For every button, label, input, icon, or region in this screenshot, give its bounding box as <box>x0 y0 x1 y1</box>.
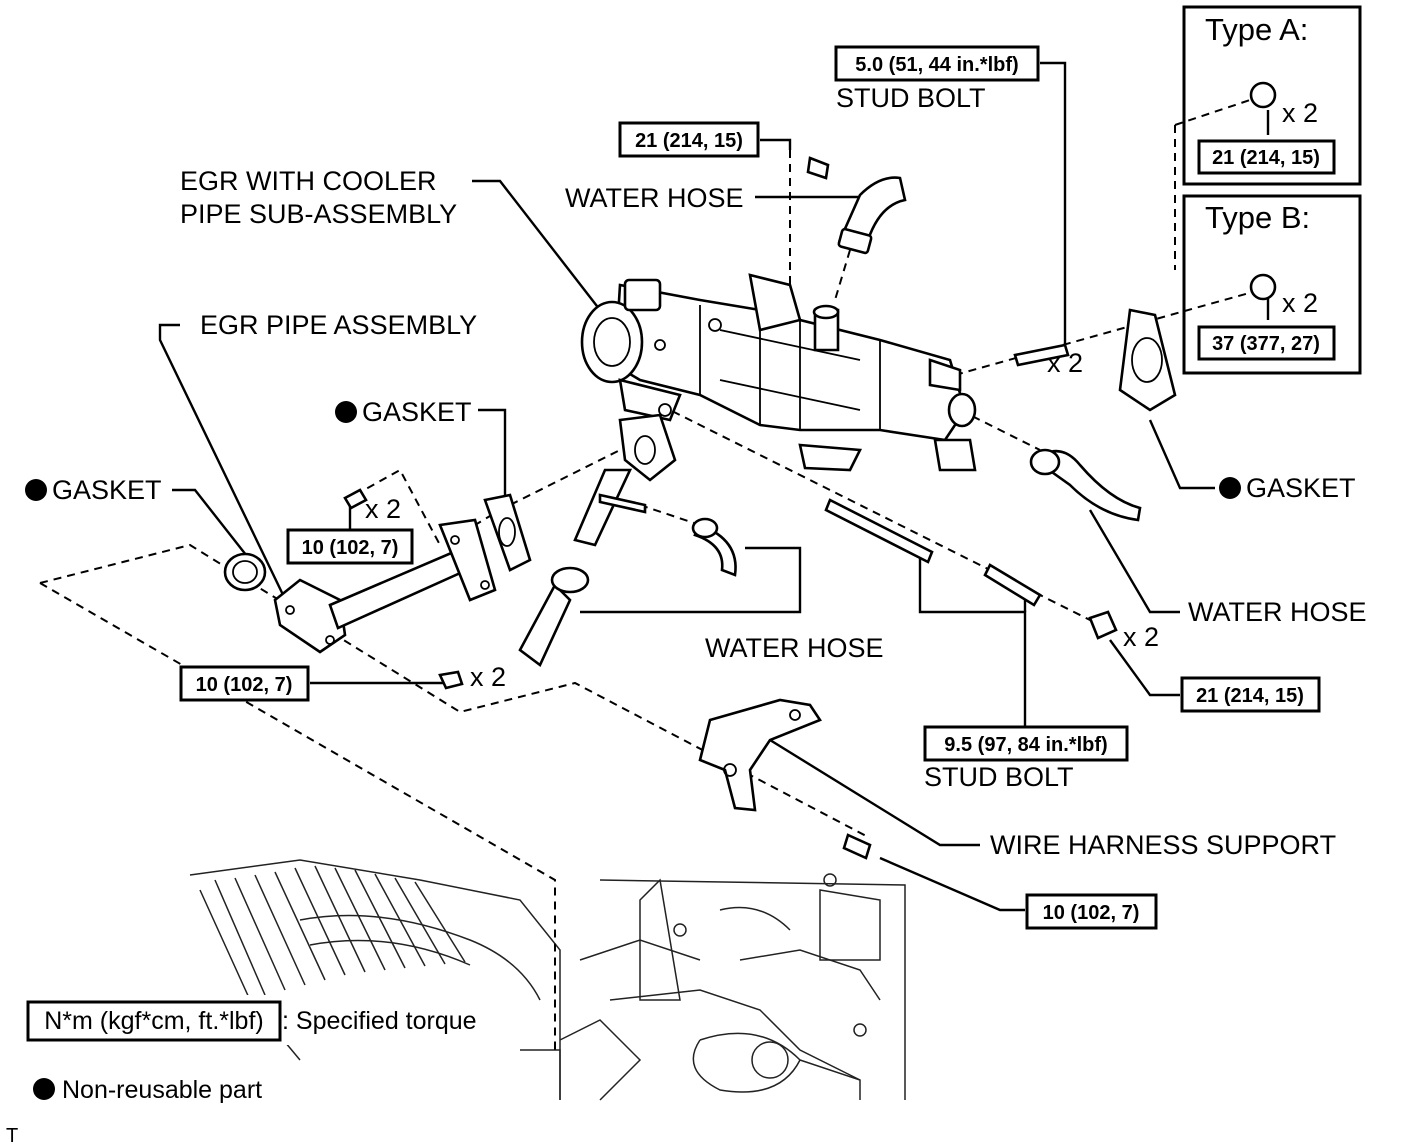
nonreusable-dot-icon <box>25 479 47 501</box>
qty-stud-top: x 2 <box>1047 348 1083 378</box>
type-b-title: Type B: <box>1205 200 1310 235</box>
torque-stud-bolt-top: 5.0 (51, 44 in.*lbf) <box>855 54 1018 76</box>
egr-outlet-flange <box>573 413 677 547</box>
torque-nut-right: 21 (214, 15) <box>1196 685 1304 707</box>
type-a-torque: 21 (214, 15) <box>1212 147 1320 169</box>
gasket-left-label: GASKET <box>52 475 162 505</box>
water-hose-right <box>1029 448 1142 522</box>
type-a-qty: x 2 <box>1282 98 1318 128</box>
wire-harness-support-label: WIRE HARNESS SUPPORT <box>990 830 1336 860</box>
type-a-panel: Type A: x 2 21 (214, 15) <box>1182 5 1362 186</box>
egr-pipe-label: EGR PIPE ASSEMBLY <box>200 310 477 340</box>
qty-nut: x 2 <box>1123 622 1159 652</box>
egr-cooler-label-line2: PIPE SUB-ASSEMBLY <box>180 199 457 229</box>
part-labels: EGR WITH COOLER PIPE SUB-ASSEMBLY EGR PI… <box>25 83 1367 860</box>
legend-torque-desc: : Specified torque <box>282 1007 477 1035</box>
torque-pipe-bolt-upper: 10 (102, 7) <box>302 537 399 559</box>
fasteners <box>343 81 1277 860</box>
torque-wire-harness-bolt: 10 (102, 7) <box>1043 902 1140 924</box>
gasket-left-part <box>223 552 267 592</box>
gasket-right-label: GASKET <box>1246 473 1356 503</box>
torque-boxes: 21 (214, 15) 5.0 (51, 44 in.*lbf) 10 (10… <box>179 45 1321 930</box>
water-hose-top <box>837 176 907 255</box>
legend-nonreusable-label: Non-reusable part <box>62 1076 262 1104</box>
water-hose-lower <box>518 517 737 668</box>
type-b-panel: Type B: x 2 37 (377, 27) <box>1182 194 1362 375</box>
legend-torque-unit: N*m (kgf*cm, ft.*lbf) <box>44 1007 263 1035</box>
qty-pipe-lower-bolt: x 2 <box>470 662 506 692</box>
type-b-qty: x 2 <box>1282 288 1318 318</box>
stud-bolt-top-label: STUD BOLT <box>836 83 986 113</box>
gasket-middle-label: GASKET <box>362 397 472 427</box>
nonreusable-dot-icon <box>1219 477 1241 499</box>
gasket-right-part <box>1118 308 1177 412</box>
egr-cooler-label-line1: EGR WITH COOLER <box>180 166 437 196</box>
egr-cooler-body <box>580 273 977 472</box>
water-hose-top-label: WATER HOSE <box>565 183 744 213</box>
corner-code: T <box>6 1125 18 1147</box>
stud-bolt-bottom-label: STUD BOLT <box>924 762 1074 792</box>
egr-pipe-part <box>273 518 497 654</box>
type-b-torque: 37 (377, 27) <box>1212 333 1320 355</box>
legend-nonreusable-icon <box>33 1078 55 1100</box>
torque-pipe-bolt-lower: 10 (102, 7) <box>196 674 293 696</box>
engine-block-illustration <box>189 859 906 1101</box>
torque-water-hose-bolt: 21 (214, 15) <box>635 130 743 152</box>
wire-harness-support-part <box>698 698 822 812</box>
gasket-middle-part <box>483 493 532 572</box>
water-hose-right-label: WATER HOSE <box>1188 597 1367 627</box>
qty-pipe-bolt: x 2 <box>365 494 401 524</box>
type-a-title: Type A: <box>1205 12 1308 47</box>
nonreusable-dot-icon <box>335 401 357 423</box>
torque-stud-bolt-bottom: 9.5 (97, 84 in.*lbf) <box>944 734 1107 756</box>
water-hose-lower-label: WATER HOSE <box>705 633 884 663</box>
legend: N*m (kgf*cm, ft.*lbf) : Specified torque… <box>20 995 515 1104</box>
